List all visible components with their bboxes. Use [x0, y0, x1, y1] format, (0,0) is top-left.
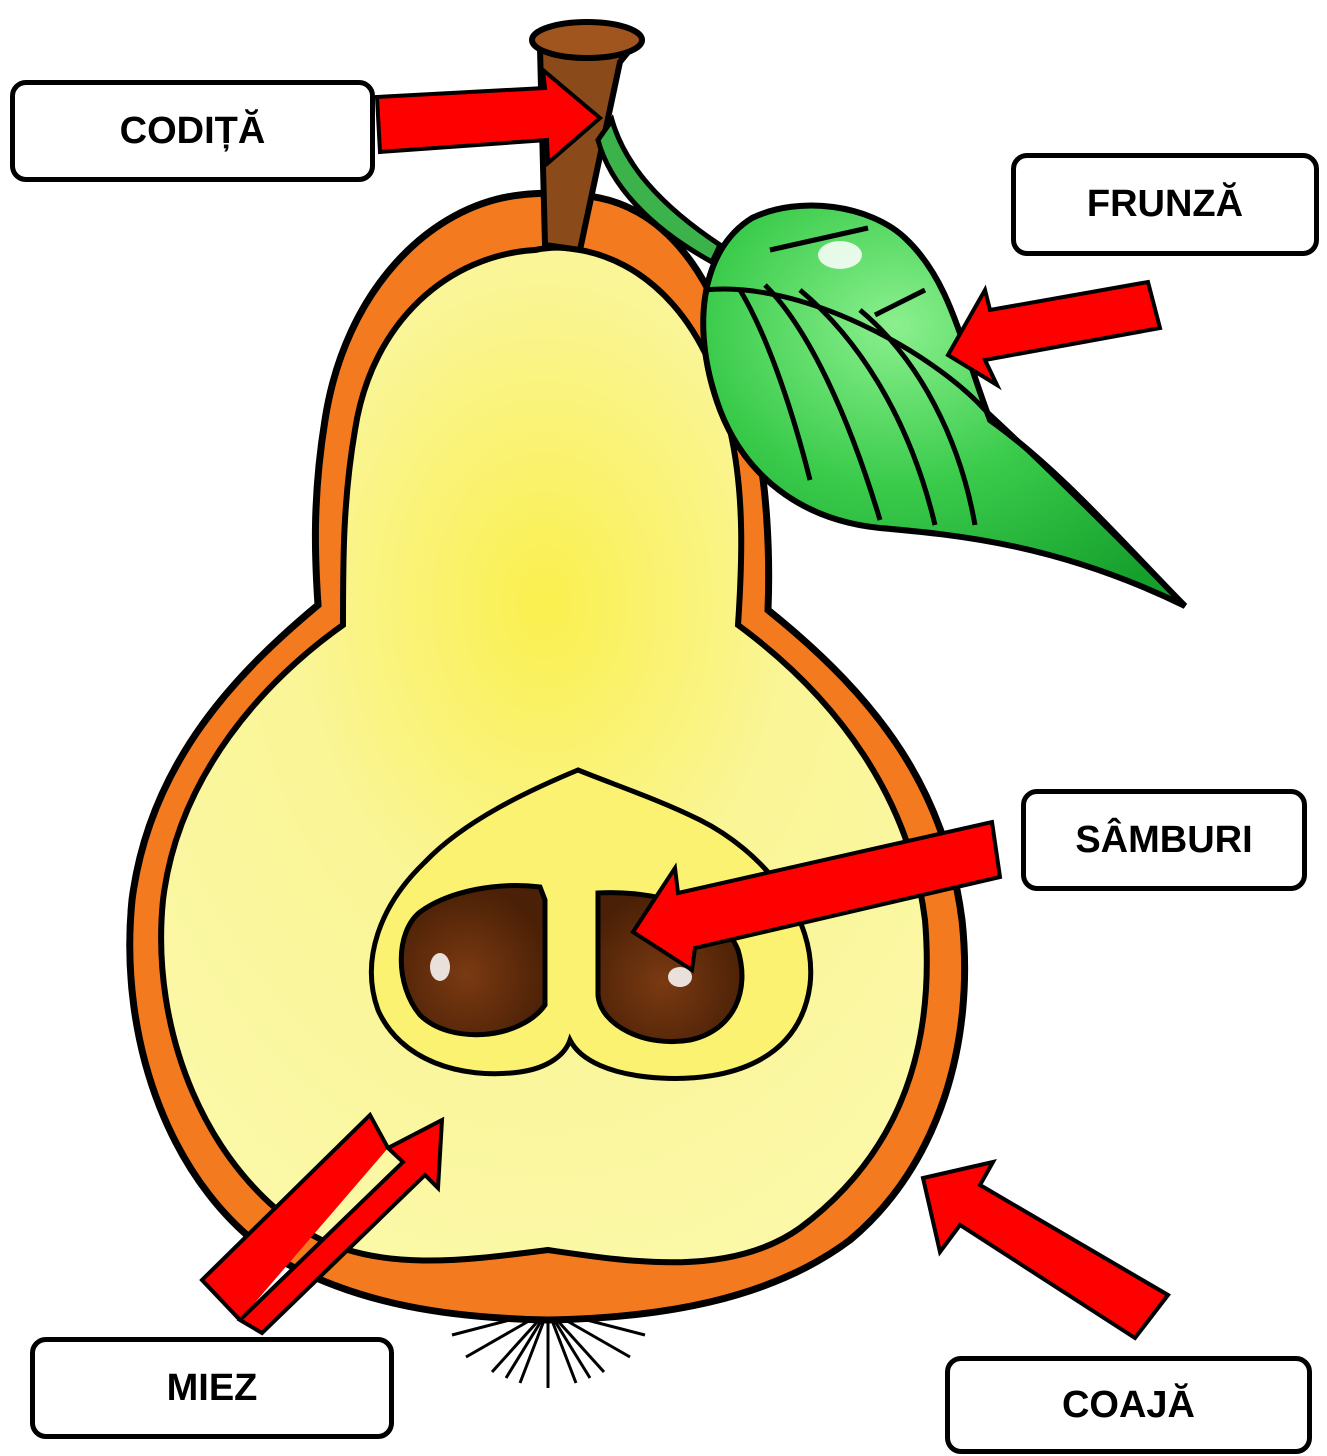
label-flesh: MIEZ [30, 1337, 394, 1439]
label-seeds-text: SÂMBURI [1075, 819, 1252, 862]
label-leaf: FRUNZĂ [1011, 153, 1319, 256]
label-leaf-text: FRUNZĂ [1087, 183, 1243, 226]
arrow-skin [923, 1162, 1168, 1338]
leaf-highlight [818, 241, 862, 269]
arrow-leaf [948, 282, 1160, 385]
stem-top [532, 22, 642, 58]
label-skin-text: COAJĂ [1062, 1384, 1195, 1427]
label-seeds: SÂMBURI [1021, 789, 1307, 891]
label-stem: CODIȚĂ [10, 80, 375, 182]
label-flesh-text: MIEZ [167, 1367, 258, 1410]
seed-left-highlight [430, 953, 450, 981]
label-stem-text: CODIȚĂ [120, 110, 266, 153]
label-skin: COAJĂ [945, 1356, 1312, 1454]
leaf [703, 206, 1185, 606]
seed-left [401, 886, 545, 1035]
